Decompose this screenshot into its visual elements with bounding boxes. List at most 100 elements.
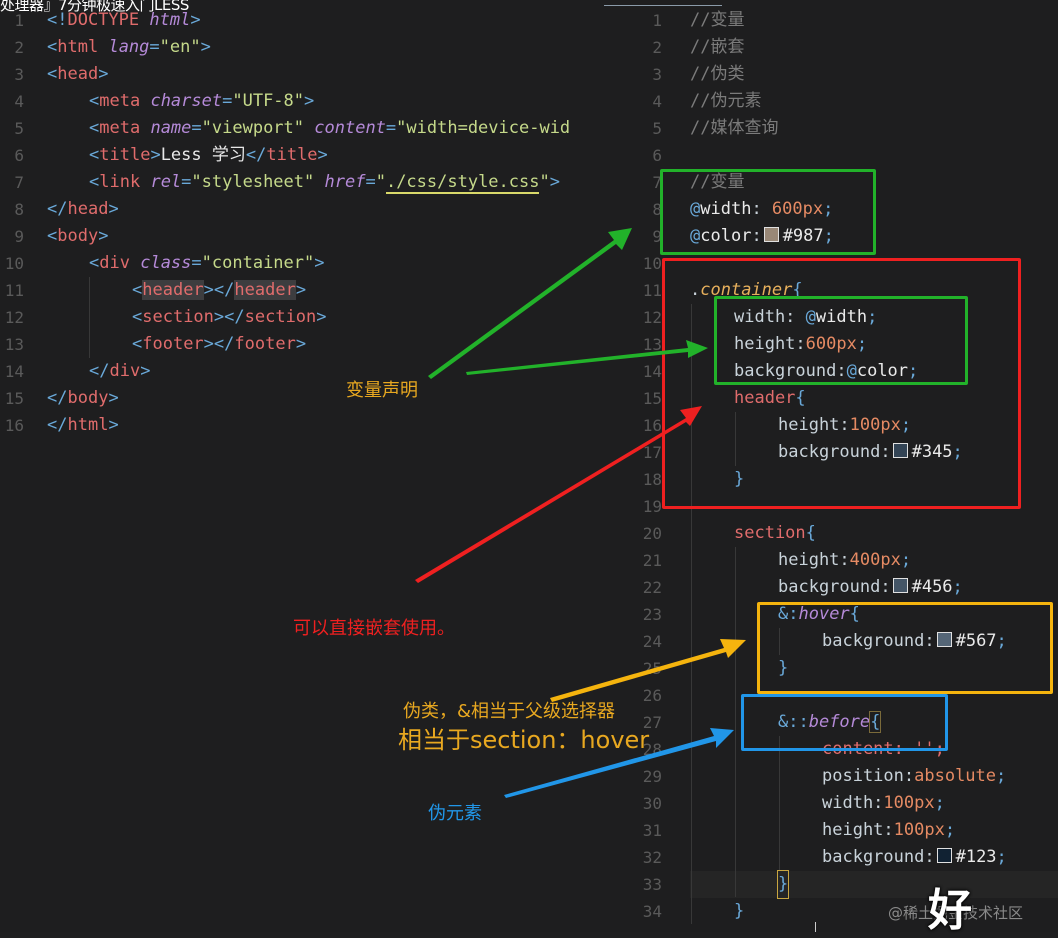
line-number: 21 [642,551,662,570]
line-number: 22 [642,578,662,597]
line-number: 7 [14,173,24,192]
code-line-16: </html> [47,415,119,435]
code-var-color: @color:#987; [690,226,834,246]
annotation-box-nesting [662,258,1021,509]
code-brace-matched: } [776,870,790,899]
code-line-5: <meta name="viewport" content="width=dev… [89,118,571,138]
watermark: @稀土掘金技术社区 [888,904,1024,922]
indent-guide [779,628,780,655]
line-number: 15 [642,389,662,408]
line-number: 27 [642,713,662,732]
line-number: 24 [642,632,662,651]
code-before-height: height:100px; [822,820,956,840]
line-number: 13 [4,335,24,354]
line-number: 34 [642,902,662,921]
line-number: 14 [642,362,662,381]
code-before-background: background:#123; [822,847,1007,867]
comment: //伪类 [690,64,745,84]
code-section-background: background:#456; [778,577,963,597]
code-line-10: <div class="container"> [89,253,325,273]
color-swatch[interactable] [763,227,779,242]
code-header-selector: header{ [734,388,806,408]
line-number: 10 [642,254,662,273]
comment: //变量 [690,10,745,30]
color-swatch[interactable] [892,443,908,458]
line-number: 20 [642,524,662,543]
line-number: 2 [652,38,662,57]
color-swatch[interactable] [936,848,952,863]
code-var-width: @width: 600px; [690,199,834,219]
line-number: 18 [642,470,662,489]
code-before-position: position:absolute; [822,766,1007,786]
video-subtitle: 好 [928,885,972,936]
label-variable-declaration: 变量声明 [346,380,418,401]
code-container-width: width: @width; [734,307,878,327]
tab-indicator [604,5,722,6]
line-number: 8 [14,200,24,219]
line-number: 1 [652,11,662,30]
color-swatch[interactable] [936,632,952,647]
code-hover-selector: &:hover{ [778,604,860,624]
code-container-selector: .container{ [690,280,803,300]
color-swatch[interactable] [892,578,908,593]
line-number: 1 [14,11,24,30]
code-line-3: <head> [47,64,109,84]
code-line-14: </div> [89,361,151,381]
line-number: 9 [14,227,24,246]
annotation-box-pseudo-element [741,694,948,751]
line-number: 8 [652,200,662,219]
indent-guide [735,412,736,466]
indent-guide [89,277,90,358]
code-line-12: <section></section> [132,307,327,327]
label-pseudo-class-equivalent: 相当于section：hover [398,726,650,754]
code-container-height: height:600px; [734,334,868,354]
annotation-box-variables [660,169,876,255]
code-brace: } [734,469,745,489]
video-title-fragment: 处理器』7分钟极速入门LESS [0,0,189,14]
indent-guide [691,304,692,924]
code-section-height: height:400px; [778,550,912,570]
code-line-8: </head> [47,199,119,219]
line-number: 30 [642,794,662,813]
comment: //伪元素 [690,91,762,111]
code-header-background: background:#345; [778,442,963,462]
line-number: 17 [642,443,662,462]
code-container-background: background:@color; [734,361,919,381]
code-brace: } [778,658,789,678]
line-number: 6 [14,146,24,165]
line-number: 23 [642,605,662,624]
comment: //变量 [690,172,745,192]
code-line-11: <header></header> [132,280,307,300]
line-number: 5 [14,119,24,138]
line-number: 4 [652,92,662,111]
line-number: 12 [4,308,24,327]
code-line-9: <body> [47,226,109,246]
annotation-box-variable-use [714,296,968,385]
comment: //嵌套 [690,37,745,57]
code-section-selector: section{ [734,523,816,543]
line-number: 14 [4,362,24,381]
text-cursor-icon [815,922,816,932]
line-number: 33 [642,875,662,894]
label-pseudo-element: 伪元素 [428,803,482,824]
line-number: 16 [4,416,24,435]
line-number: 11 [4,281,24,300]
code-line-15: </body> [47,388,119,408]
line-number: 16 [642,416,662,435]
code-header-height: height:100px; [778,415,912,435]
annotation-box-pseudo-class [757,602,1053,694]
line-number: 11 [642,281,662,300]
line-number: 32 [642,848,662,867]
line-number: 4 [14,92,24,111]
code-before-width: width:100px; [822,793,945,813]
line-number: 3 [652,65,662,84]
line-number: 15 [4,389,24,408]
indent-guide [779,736,780,871]
code-brace: } [734,901,745,921]
code-line-6: <title>Less 学习</title> [89,145,328,165]
stylesheet-link-path[interactable]: ./css/style.css [385,172,540,194]
line-number: 5 [652,119,662,138]
line-number: 31 [642,821,662,840]
label-nesting: 可以直接嵌套使用。 [293,618,455,639]
code-line-7: <link rel="stylesheet" href="./css/style… [89,172,560,194]
